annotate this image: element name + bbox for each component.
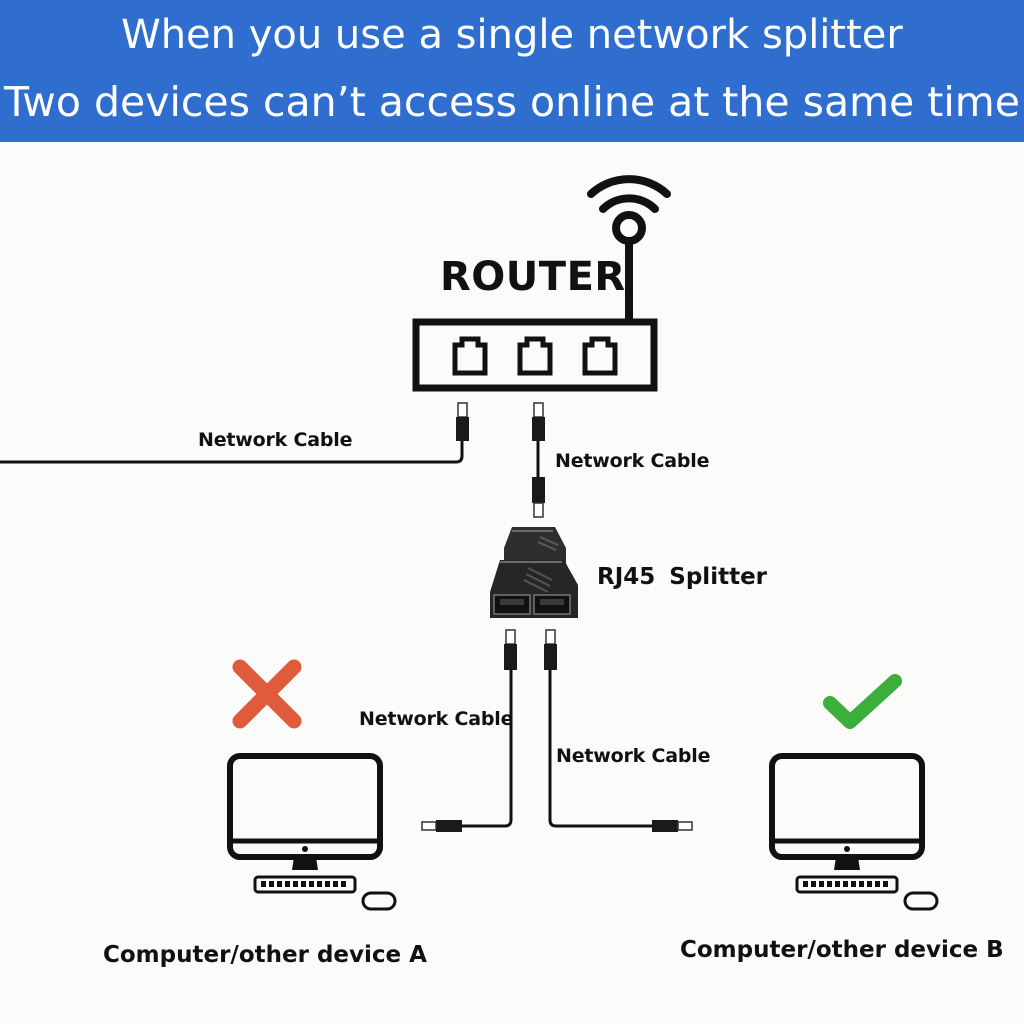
title-banner: When you use a single network splitter T… <box>0 0 1024 142</box>
computer-b-icon <box>769 753 939 911</box>
router-port-3-icon <box>582 336 618 376</box>
splitter-device-b-cable <box>544 629 693 832</box>
check-icon <box>823 674 902 729</box>
device-b-cable-label: Network Cable <box>556 745 711 767</box>
computer-a-icon <box>227 753 397 911</box>
router-title: ROUTER <box>440 254 626 300</box>
splitter-label: RJ45 Splitter <box>597 564 768 590</box>
router-splitter-cable <box>532 402 545 518</box>
wan-cable <box>0 402 469 464</box>
router-port-1-icon <box>452 336 488 376</box>
splitter-device-a-cable <box>421 629 517 832</box>
wifi-icon <box>587 175 671 245</box>
banner-title-line-2: Two devices can’t access online at the s… <box>4 78 1020 126</box>
banner-title-line-1: When you use a single network splitter <box>121 12 903 58</box>
router-port-2-icon <box>517 336 553 376</box>
cross-icon <box>232 659 302 729</box>
rj45-splitter-icon <box>490 527 578 618</box>
wan-cable-label: Network Cable <box>198 429 353 451</box>
device-a-cable-label: Network Cable <box>359 708 514 730</box>
router-body <box>412 318 658 392</box>
device-a-label: Computer/other device A <box>103 942 427 968</box>
device-b-label: Computer/other device B <box>680 937 1004 963</box>
router-splitter-cable-label: Network Cable <box>555 450 710 472</box>
